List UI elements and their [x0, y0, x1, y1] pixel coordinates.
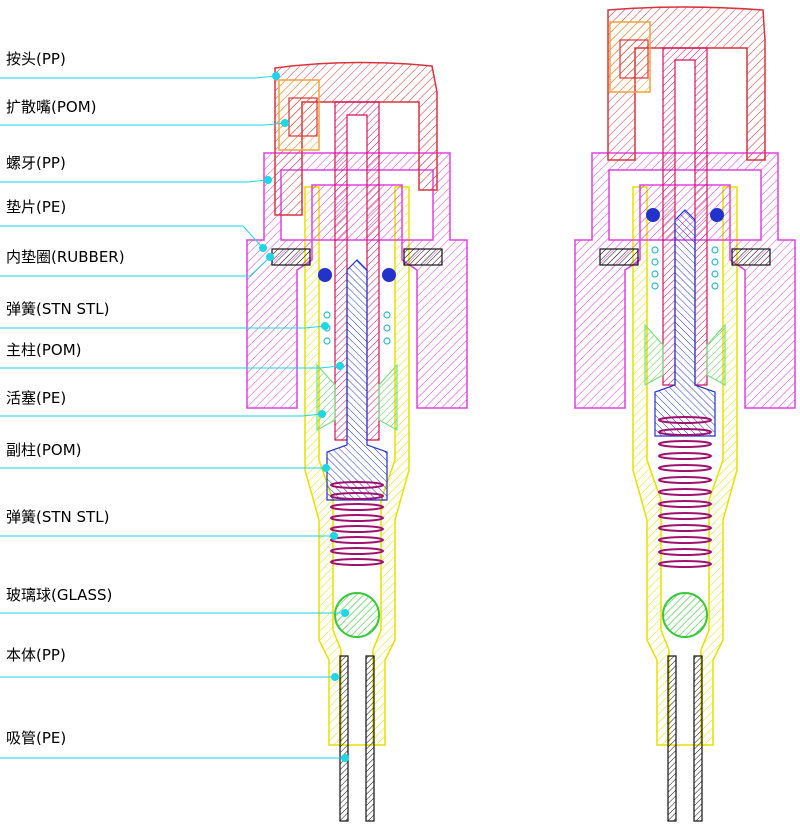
right-pump-diagram: [574, 6, 796, 822]
leader-dot-spring-lower: [330, 532, 338, 540]
leader-line-closure: [0, 179, 269, 183]
leader-dot-inner-ring: [266, 253, 274, 261]
leader-dot-sub-stem: [322, 464, 330, 472]
leader-line-spring-upper: [0, 325, 326, 329]
leader-dot-spring-upper: [321, 322, 329, 330]
label-button: 按头(PP): [6, 50, 66, 68]
leader-dot-button: [272, 72, 280, 80]
label-spring-lower: 弹簧(STN STL): [6, 508, 109, 526]
leader-line-piston: [0, 413, 323, 417]
left-pump-diagram: [246, 61, 468, 822]
label-dip-tube: 吸管(PE): [6, 729, 66, 747]
part-labels: 按头(PP) 扩散嘴(POM) 螺牙(PP) 垫片(PE) 内垫圈(RUBBER) 弹簧(…: [6, 50, 125, 747]
leader-dot-glass-ball: [341, 609, 349, 617]
label-nozzle: 扩散嘴(POM): [6, 98, 97, 116]
leader-dot-dip-tube: [341, 754, 349, 762]
leader-lines: [0, 75, 345, 759]
leader-line-inner-ring: [0, 256, 271, 277]
leader-dot-housing: [331, 673, 339, 681]
leader-dot-piston: [318, 410, 326, 418]
leader-dot-closure: [264, 176, 272, 184]
label-gasket: 垫片(PE): [6, 198, 66, 216]
label-inner-ring: 内垫圈(RUBBER): [6, 248, 125, 266]
leader-dot-main-stem: [336, 362, 344, 370]
label-closure: 螺牙(PP): [6, 154, 66, 172]
label-spring-upper: 弹簧(STN STL): [6, 300, 109, 318]
label-glass-ball: 玻璃球(GLASS): [6, 586, 112, 604]
leader-line-main-stem: [0, 365, 341, 369]
label-main-stem: 主柱(POM): [6, 341, 82, 359]
leader-line-nozzle: [0, 122, 286, 126]
label-housing: 本体(PP): [6, 646, 66, 664]
leader-dot-gasket: [259, 244, 267, 252]
leader-dot-nozzle: [281, 119, 289, 127]
label-sub-stem: 副柱(POM): [6, 441, 82, 459]
label-piston: 活塞(PE): [6, 389, 66, 407]
leader-line-gasket: [0, 225, 264, 249]
leader-line-button: [0, 75, 277, 79]
leader-dots: [259, 72, 349, 762]
